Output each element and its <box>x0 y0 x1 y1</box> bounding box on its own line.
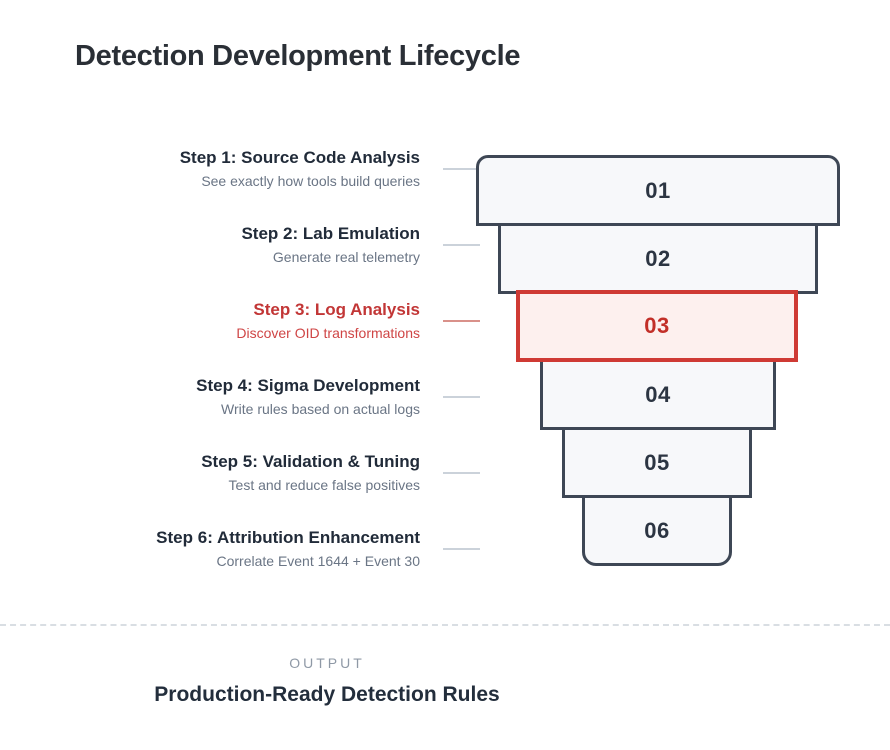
connector-line-2 <box>443 244 480 246</box>
step-3-heading: Step 3: Log Analysis <box>253 300 420 319</box>
funnel-stage-1: 01 <box>476 155 840 226</box>
step-label-5: Step 5: Validation & Tuning Test and red… <box>50 452 420 494</box>
funnel-stage-3-highlighted: 03 <box>516 290 798 362</box>
output-section: OUTPUT Production-Ready Detection Rules <box>0 655 654 707</box>
connector-line-3 <box>443 320 480 322</box>
step-4-subtitle: Write rules based on actual logs <box>221 401 420 417</box>
funnel-stage-6: 06 <box>582 495 732 566</box>
step-5-heading: Step 5: Validation & Tuning <box>201 452 420 471</box>
output-value: Production-Ready Detection Rules <box>154 683 500 706</box>
funnel-stage-4-number: 04 <box>645 381 671 407</box>
funnel-stage-4: 04 <box>540 359 776 430</box>
step-2-subtitle: Generate real telemetry <box>272 249 420 265</box>
funnel-stage-2-number: 02 <box>645 245 671 271</box>
funnel-stage-1-number: 01 <box>645 177 671 203</box>
step-5-subtitle: Test and reduce false positives <box>228 477 420 493</box>
step-3-subtitle: Discover OID transformations <box>236 325 420 341</box>
step-label-1: Step 1: Source Code Analysis See exactly… <box>50 148 420 190</box>
connector-line-1 <box>443 168 480 170</box>
dashed-divider <box>0 624 890 626</box>
connector-line-6 <box>443 548 480 550</box>
step-6-subtitle: Correlate Event 1644 + Event 30 <box>216 553 420 569</box>
step-1-heading: Step 1: Source Code Analysis <box>179 148 420 167</box>
connector-line-5 <box>443 472 480 474</box>
step-1-subtitle: See exactly how tools build queries <box>201 173 420 189</box>
page-title: Detection Development Lifecycle <box>75 40 521 72</box>
output-label: OUTPUT <box>289 655 365 671</box>
step-label-2: Step 2: Lab Emulation Generate real tele… <box>50 224 420 266</box>
step-label-6: Step 6: Attribution Enhancement Correlat… <box>50 528 420 570</box>
step-4-heading: Step 4: Sigma Development <box>196 376 420 395</box>
step-6-heading: Step 6: Attribution Enhancement <box>156 528 420 547</box>
funnel-stage-5-number: 05 <box>644 449 670 475</box>
step-label-3: Step 3: Log Analysis Discover OID transf… <box>50 300 420 342</box>
funnel-stage-6-number: 06 <box>644 517 670 543</box>
connector-line-4 <box>443 396 480 398</box>
funnel-stage-5: 05 <box>562 427 752 498</box>
funnel-stage-3-number: 03 <box>644 313 670 338</box>
step-2-heading: Step 2: Lab Emulation <box>241 224 420 243</box>
funnel-stage-2: 02 <box>498 223 818 294</box>
step-label-4: Step 4: Sigma Development Write rules ba… <box>50 376 420 418</box>
